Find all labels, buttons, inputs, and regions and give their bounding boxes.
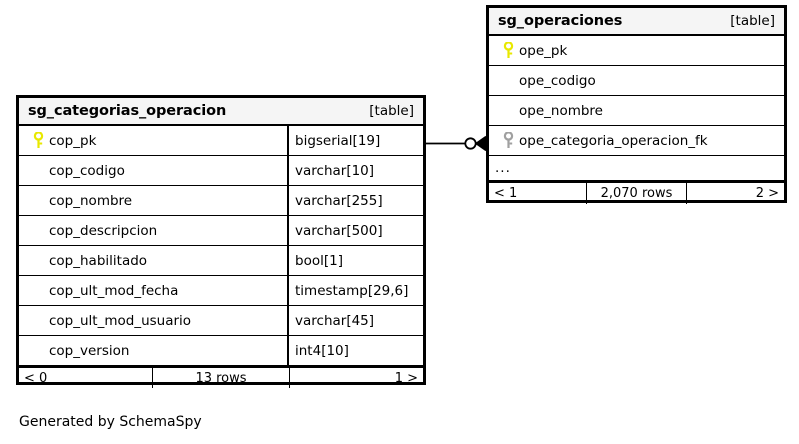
column-type: varchar[45] xyxy=(287,306,423,335)
column-name-cell: cop_habilitado xyxy=(19,246,287,275)
table-row[interactable]: ope_pk xyxy=(489,36,784,66)
column-name: cop_descripcion xyxy=(49,222,158,239)
column-name-cell: cop_ult_mod_fecha xyxy=(19,276,287,305)
table-pager[interactable]: < 1 2,070 rows 2 > xyxy=(489,182,784,204)
table-pager[interactable]: < 0 13 rows 1 > xyxy=(19,366,423,388)
column-name: cop_version xyxy=(49,342,130,359)
pager-prev-button[interactable]: < 0 xyxy=(24,370,48,386)
table-row[interactable]: cop_nombre varchar[255] xyxy=(19,186,423,216)
table-header: sg_operaciones [table] xyxy=(489,8,784,36)
column-type: varchar[255] xyxy=(287,186,423,215)
column-name-cell: cop_pk xyxy=(19,126,287,155)
column-name: cop_habilitado xyxy=(49,252,148,269)
column-type: varchar[500] xyxy=(287,216,423,245)
column-name: cop_ult_mod_fecha xyxy=(49,282,179,299)
column-name: ope_pk xyxy=(519,42,568,59)
column-name: cop_ult_mod_usuario xyxy=(49,312,192,329)
primary-key-icon xyxy=(27,132,49,149)
table-header: sg_categorias_operacion [table] xyxy=(19,98,423,126)
pager-row-count: 2,070 rows xyxy=(586,183,687,204)
column-name-cell: cop_codigo xyxy=(19,156,287,185)
column-name-cell: cop_descripcion xyxy=(19,216,287,245)
pager-prev-button[interactable]: < 1 xyxy=(494,186,518,201)
pager-next-button[interactable]: 2 > xyxy=(755,186,779,201)
column-type: varchar[10] xyxy=(287,156,423,185)
table-row[interactable]: ope_categoria_operacion_fk xyxy=(489,126,784,156)
table-kind-label: [table] xyxy=(730,13,775,29)
table-kind-label: [table] xyxy=(369,103,414,119)
table-row[interactable]: cop_version int4[10] xyxy=(19,336,423,366)
table-entity-sg-categorias-operacion[interactable]: sg_categorias_operacion [table] cop_pk b… xyxy=(16,95,426,388)
more-columns-indicator: ... xyxy=(489,156,784,182)
column-name-cell: ope_pk xyxy=(489,36,784,65)
column-type: bool[1] xyxy=(287,246,423,275)
table-row[interactable]: cop_ult_mod_usuario varchar[45] xyxy=(19,306,423,336)
column-name: cop_pk xyxy=(49,132,97,149)
table-name: sg_operaciones xyxy=(498,13,623,29)
primary-key-icon xyxy=(497,42,519,59)
table-row[interactable]: cop_habilitado bool[1] xyxy=(19,246,423,276)
table-columns: ope_pk ope_codigo ope_nombre xyxy=(489,36,784,182)
table-row[interactable]: ope_codigo xyxy=(489,66,784,96)
column-type: bigserial[19] xyxy=(287,126,423,155)
table-entity-sg-operaciones[interactable]: sg_operaciones [table] ope_pk xyxy=(486,5,787,204)
table-row[interactable]: cop_ult_mod_fecha timestamp[29,6] xyxy=(19,276,423,306)
cardinality-zero-marker xyxy=(464,137,477,150)
generated-by-credit: Generated by SchemaSpy xyxy=(19,414,202,430)
column-name-cell: cop_ult_mod_usuario xyxy=(19,306,287,335)
relationship-connector xyxy=(424,135,487,152)
table-name: sg_categorias_operacion xyxy=(28,103,227,119)
column-name: cop_nombre xyxy=(49,192,133,209)
table-row[interactable]: cop_descripcion varchar[500] xyxy=(19,216,423,246)
column-name: cop_codigo xyxy=(49,162,125,179)
cardinality-many-marker xyxy=(475,135,487,152)
table-row[interactable]: cop_pk bigserial[19] xyxy=(19,126,423,156)
column-name-cell: cop_version xyxy=(19,336,287,365)
table-row[interactable]: cop_codigo varchar[10] xyxy=(19,156,423,186)
column-name: ope_nombre xyxy=(519,102,603,119)
column-name: ope_codigo xyxy=(519,72,596,89)
column-name: ope_categoria_operacion_fk xyxy=(519,132,708,149)
column-name-cell: ope_codigo xyxy=(489,66,784,95)
column-name-cell: cop_nombre xyxy=(19,186,287,215)
column-name-cell: ope_categoria_operacion_fk xyxy=(489,126,784,155)
foreign-key-icon xyxy=(497,132,519,149)
column-name-cell: ope_nombre xyxy=(489,96,784,125)
pager-row-count: 13 rows xyxy=(152,368,290,388)
table-row[interactable]: ope_nombre xyxy=(489,96,784,126)
column-type: timestamp[29,6] xyxy=(287,276,423,305)
pager-next-button[interactable]: 1 > xyxy=(394,370,418,386)
column-type: int4[10] xyxy=(287,336,423,365)
table-columns: cop_pk bigserial[19] cop_codigo varchar[… xyxy=(19,126,423,366)
